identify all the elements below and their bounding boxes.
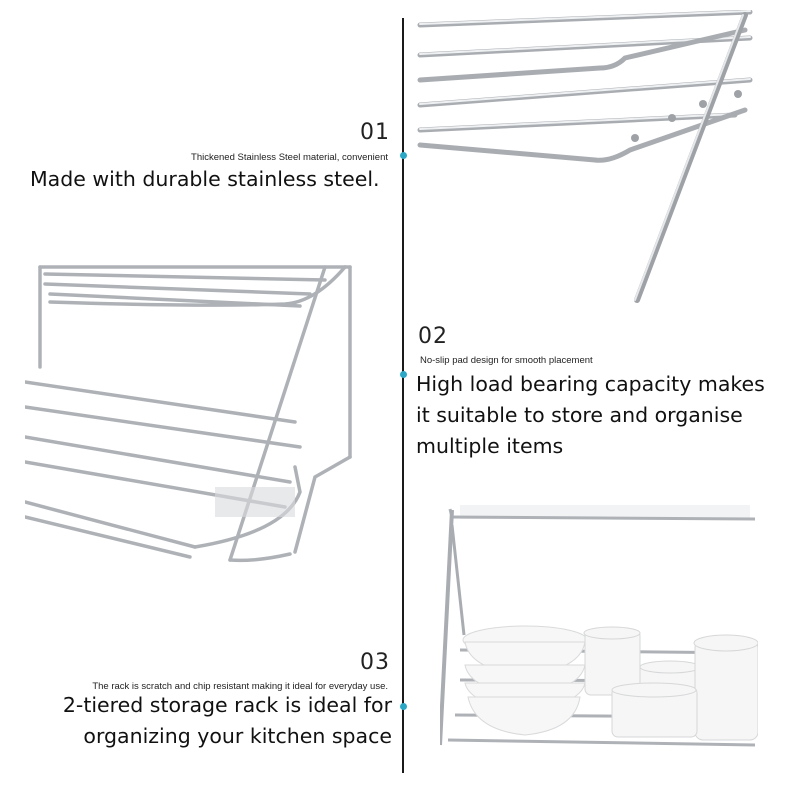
feature-2-headline: High load bearing capacity makes it suit… — [416, 369, 765, 462]
feature-1-subtitle: Thickened Stainless Steel material, conv… — [191, 152, 388, 163]
feature-1-headline: Made with durable stainless steel. — [30, 167, 380, 191]
rack-closeup-image — [417, 10, 753, 303]
feature-3-number: 03 — [360, 650, 390, 675]
feature-3-subtitle: The rack is scratch and chip resistant m… — [92, 681, 388, 692]
feature-2-subtitle: No-slip pad design for smooth placement — [420, 355, 593, 366]
timeline-dot-3 — [400, 703, 407, 710]
feature-2-number: 02 — [418, 324, 448, 349]
feature-2-headline-line-1: High load bearing capacity makes — [416, 372, 765, 396]
feature-1-number: 01 — [360, 120, 390, 145]
feature-3-headline-line-2: organizing your kitchen space — [83, 724, 392, 748]
timeline-line — [402, 18, 404, 773]
rack-side-view-image — [25, 265, 352, 563]
feature-2-headline-line-3: multiple items — [416, 434, 564, 458]
feature-3-headline: 2-tiered storage rack is ideal for organ… — [63, 690, 392, 752]
timeline-dot-2 — [400, 371, 407, 378]
feature-3-headline-line-1: 2-tiered storage rack is ideal for — [62, 693, 392, 717]
rack-with-bowls-image — [440, 505, 758, 747]
feature-2-headline-line-2: it suitable to store and organise — [416, 403, 743, 427]
timeline-dot-1 — [400, 152, 407, 159]
